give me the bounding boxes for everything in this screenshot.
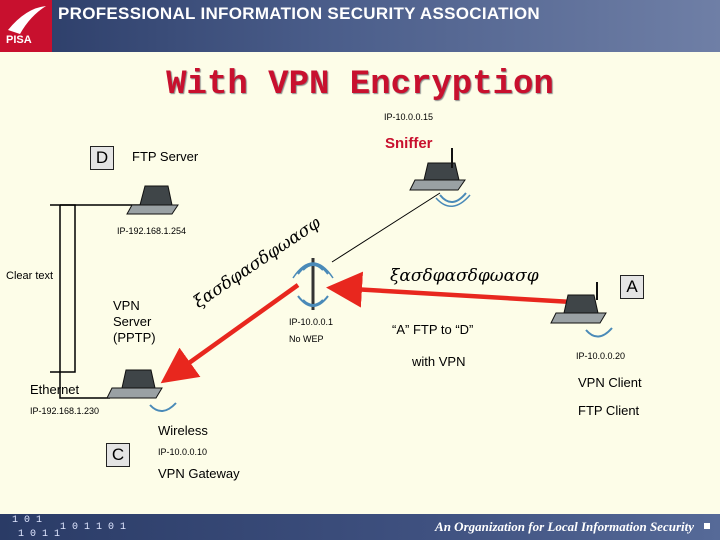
association-name: PROFESSIONAL INFORMATION SECURITY ASSOCI… — [58, 4, 540, 23]
c-ip: IP-10.0.0.10 — [158, 447, 208, 457]
bits-2: 1 0 1 1 0 1 — [60, 522, 127, 533]
node-d-label: D — [90, 146, 114, 170]
clear-text-bracket — [50, 204, 76, 373]
sniffer-ip: IP-10.0.0.15 — [384, 112, 434, 122]
node-a-label: A — [620, 275, 644, 299]
a-ip: IP-10.0.0.20 — [576, 351, 626, 361]
with-vpn-label: with VPN — [412, 354, 466, 369]
vpn-server-laptop-icon — [106, 369, 177, 412]
clear-text-label: Clear text — [6, 270, 54, 282]
d-laptop-icon — [126, 185, 179, 215]
cipher-text-right: ξασδφασδφωασφ — [390, 266, 539, 286]
transfer-label: “A” FTP to “D” — [392, 322, 474, 337]
a-laptop-icon — [550, 282, 613, 338]
header-banner: PISA PROFESSIONAL INFORMATION SECURITY A… — [0, 0, 720, 52]
sniffer-laptop-icon — [409, 148, 471, 207]
footer-square-icon — [704, 523, 710, 529]
a-role-ftp-client: FTP Client — [578, 403, 640, 418]
page-title: With VPN Encryption — [166, 66, 554, 104]
bits-1: 1 0 1 — [12, 515, 43, 526]
node-c-label: C — [106, 443, 130, 467]
a-role-vpn-client: VPN Client — [578, 375, 642, 390]
ethernet-label: Ethernet — [30, 382, 80, 397]
footer-tagline: An Organization for Local Information Se… — [435, 519, 694, 534]
logo-swoosh-icon — [8, 6, 46, 34]
access-point-icon — [292, 258, 334, 310]
d-ip: IP-192.168.1.254 — [117, 226, 187, 236]
vpn-server-ip: IP-192.168.1.230 — [30, 406, 100, 416]
c-wireless-label: Wireless — [158, 423, 208, 438]
ap-note: No WEP — [289, 334, 324, 344]
d-role: FTP Server — [132, 149, 199, 164]
footer-banner: 1 0 1 1 0 1 1 0 1 1 0 1 1 An Organizatio… — [0, 514, 720, 540]
vpn-server-line3: (PPTP) — [113, 330, 156, 345]
vpn-server-line1: VPN — [113, 298, 140, 313]
encrypted-arrow-left — [160, 283, 300, 384]
bits-3: 1 0 1 1 — [18, 529, 61, 540]
pisa-logo: PISA — [0, 0, 52, 52]
sniffer-link — [331, 192, 441, 263]
c-role: VPN Gateway — [158, 466, 240, 481]
vpn-server-line2: Server — [113, 314, 152, 329]
sniffer-label: Sniffer — [385, 135, 433, 152]
encrypted-arrow-right — [326, 271, 573, 308]
ap-ip: IP-10.0.0.1 — [289, 317, 334, 327]
logo-text: PISA — [6, 34, 32, 46]
vpn-server-label: VPN Server (PPTP) — [113, 298, 156, 346]
